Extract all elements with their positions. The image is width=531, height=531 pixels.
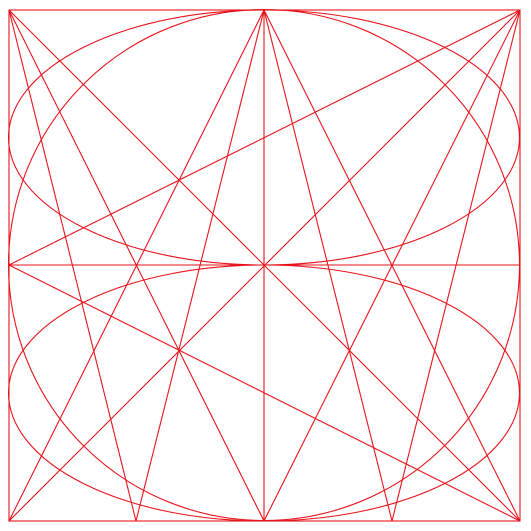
figure-group <box>7 8 521 522</box>
